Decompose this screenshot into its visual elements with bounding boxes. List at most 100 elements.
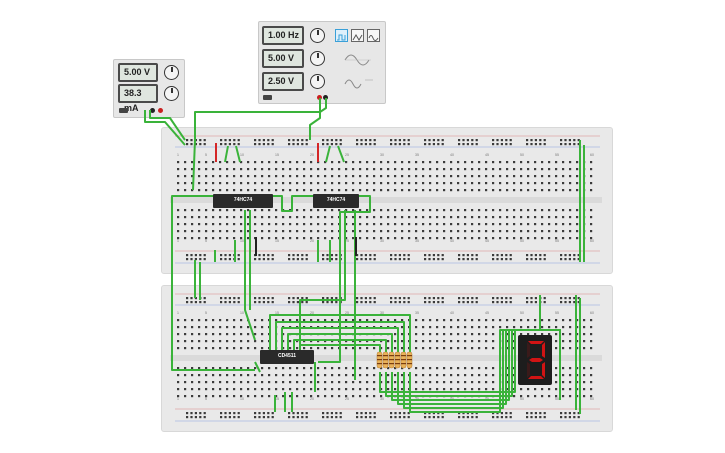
triangle-wave-button[interactable]: [351, 29, 364, 42]
strip-hole: [198, 374, 201, 377]
strip-hole: [177, 209, 180, 212]
offset-knob[interactable]: [310, 74, 325, 89]
strip-hole: [499, 168, 502, 171]
rail-hole: [398, 143, 401, 146]
strip-hole: [422, 223, 425, 226]
resistor-band: [389, 363, 394, 365]
generator-power-switch[interactable]: [263, 95, 272, 100]
rail-hole: [233, 297, 236, 300]
rail-hole: [301, 297, 304, 300]
strip-hole: [457, 230, 460, 233]
power-switch[interactable]: [119, 108, 128, 113]
positive-terminal[interactable]: [158, 108, 163, 113]
strip-hole: [443, 319, 446, 322]
generator-positive-terminal[interactable]: [323, 95, 328, 100]
rail-hole: [543, 301, 546, 304]
column-label: 50: [520, 153, 524, 157]
strip-hole: [303, 223, 306, 226]
strip-hole: [527, 223, 530, 226]
strip-hole: [282, 161, 285, 164]
strip-hole: [345, 161, 348, 164]
strip-hole: [380, 237, 383, 240]
rail-hole: [186, 412, 189, 415]
strip-hole: [443, 223, 446, 226]
strip-hole: [366, 230, 369, 233]
rail-hole: [530, 143, 533, 146]
strip-hole: [569, 230, 572, 233]
strip-hole: [282, 340, 285, 343]
strip-hole: [345, 209, 348, 212]
strip-hole: [499, 237, 502, 240]
strip-hole: [366, 347, 369, 350]
strip-hole: [513, 209, 516, 212]
strip-hole: [471, 333, 474, 336]
rail-hole: [335, 143, 338, 146]
rail-hole: [292, 139, 295, 142]
strip-hole: [324, 347, 327, 350]
strip-hole: [380, 367, 383, 370]
rail-hole: [432, 416, 435, 419]
frequency-knob[interactable]: [310, 28, 325, 43]
rail-hole: [560, 416, 563, 419]
column-label: 35: [415, 239, 419, 243]
rail-hole: [390, 416, 393, 419]
seven-segment-display[interactable]: [518, 335, 552, 385]
column-label: 60: [590, 311, 594, 315]
strip-hole: [492, 340, 495, 343]
flipflop-chip-1[interactable]: 74HC74: [213, 194, 273, 208]
strip-hole: [226, 216, 229, 219]
rail-hole: [424, 143, 427, 146]
strip-hole: [492, 326, 495, 329]
rail-hole: [568, 297, 571, 300]
strip-hole: [541, 209, 544, 212]
rail-hole: [428, 258, 431, 261]
strip-hole: [492, 374, 495, 377]
strip-hole: [268, 182, 271, 185]
strip-hole: [513, 182, 516, 185]
decoder-chip[interactable]: CD4511: [260, 350, 314, 364]
rail-hole: [543, 254, 546, 257]
column-label: 10: [240, 153, 244, 157]
rail-hole: [258, 297, 261, 300]
strip-hole: [296, 374, 299, 377]
strip-hole: [485, 182, 488, 185]
rail-hole: [543, 297, 546, 300]
strip-hole: [443, 216, 446, 219]
strip-hole: [219, 216, 222, 219]
square-wave-button[interactable]: [335, 29, 348, 42]
strip-hole: [352, 230, 355, 233]
negative-terminal[interactable]: [150, 108, 155, 113]
strip-hole: [422, 209, 425, 212]
strip-hole: [520, 182, 523, 185]
strip-hole: [534, 388, 537, 391]
strip-hole: [373, 161, 376, 164]
rail-hole: [403, 297, 406, 300]
strip-hole: [569, 367, 572, 370]
column-label: 40: [450, 239, 454, 243]
strip-hole: [457, 340, 460, 343]
strip-hole: [261, 182, 264, 185]
strip-hole: [219, 367, 222, 370]
voltage-knob[interactable]: [164, 65, 179, 80]
current-knob[interactable]: [164, 86, 179, 101]
strip-hole: [464, 189, 467, 192]
chain-wire: [272, 195, 313, 212]
strip-hole: [527, 209, 530, 212]
rail-hole: [322, 416, 325, 419]
strip-hole: [422, 161, 425, 164]
strip-hole: [338, 175, 341, 178]
rail-hole: [258, 412, 261, 415]
rail-hole: [492, 143, 495, 146]
rail-hole: [190, 416, 193, 419]
flipflop-chip-2[interactable]: 74HC74: [313, 194, 359, 208]
rail-hole: [403, 301, 406, 304]
sine-wave-button[interactable]: [367, 29, 380, 42]
generator-negative-terminal[interactable]: [317, 95, 322, 100]
amplitude-knob[interactable]: [310, 51, 325, 66]
rail-hole: [233, 139, 236, 142]
strip-hole: [268, 216, 271, 219]
strip-hole: [415, 319, 418, 322]
strip-hole: [324, 395, 327, 398]
strip-hole: [184, 175, 187, 178]
strip-hole: [289, 161, 292, 164]
